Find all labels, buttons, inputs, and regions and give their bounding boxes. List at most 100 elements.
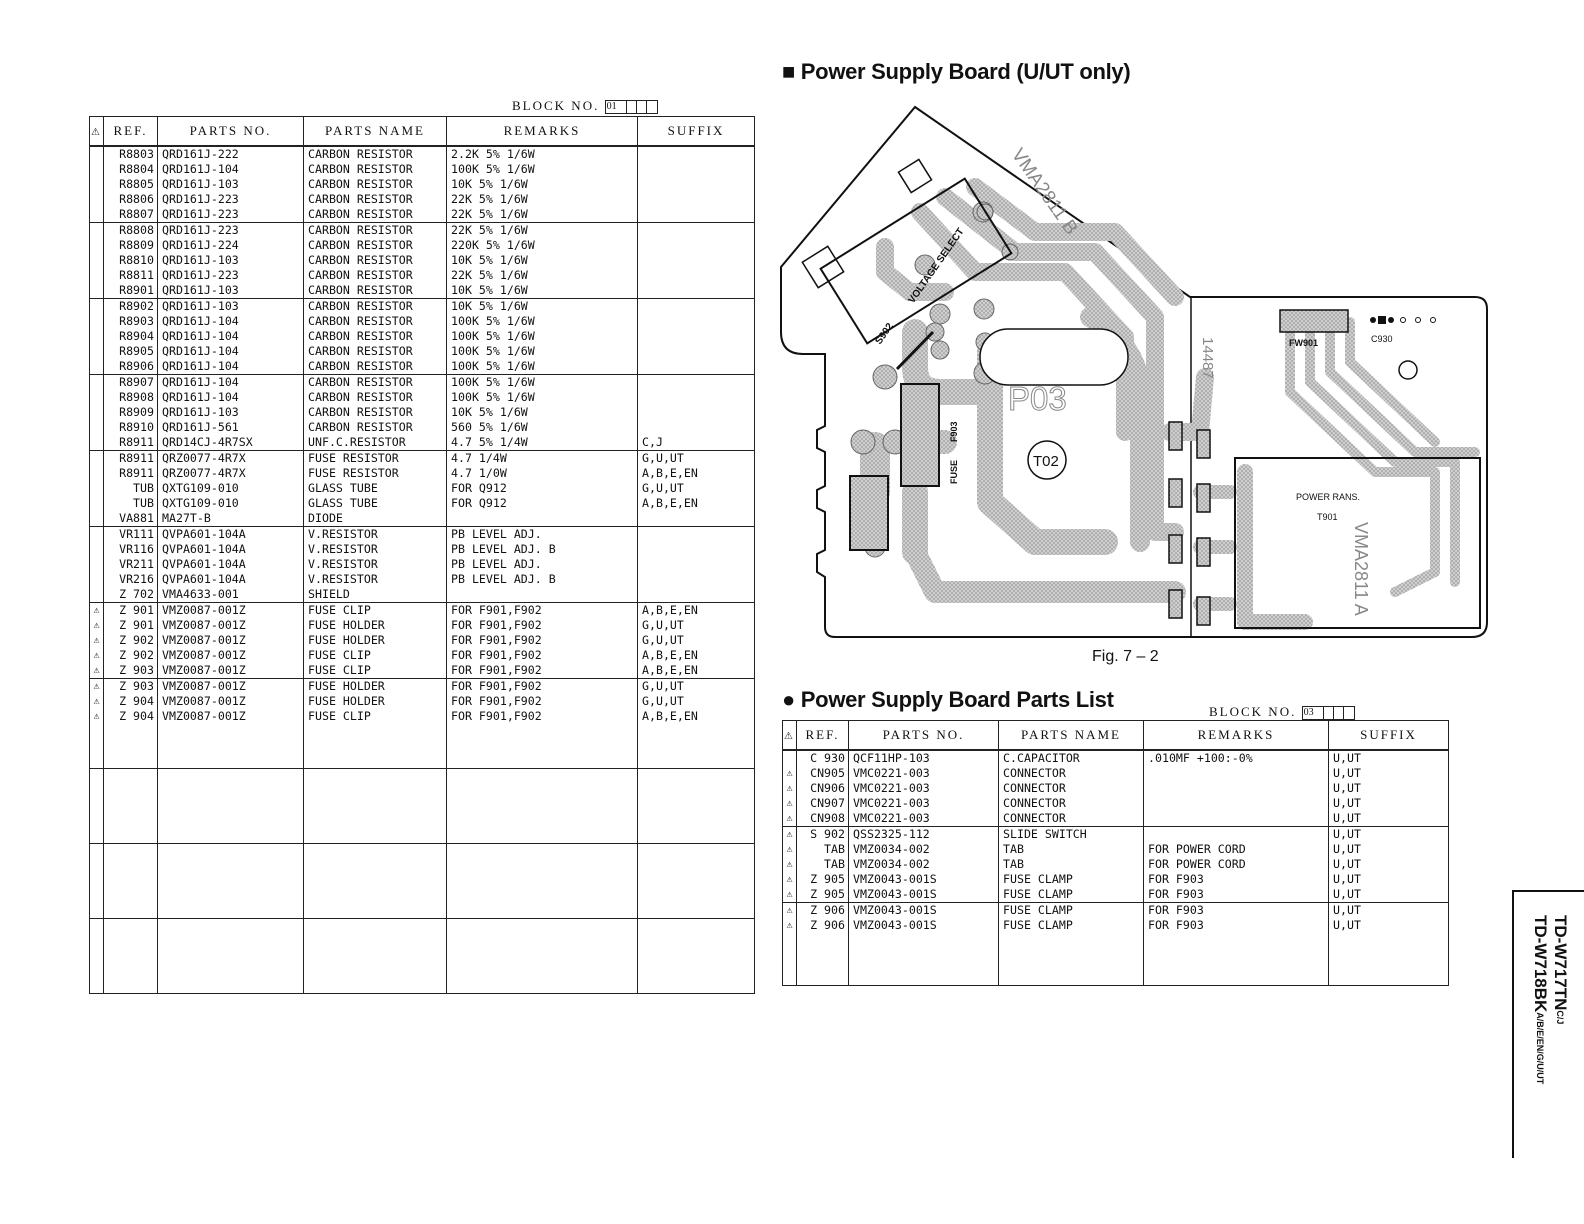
parts-no-cell: VMC0221-003 bbox=[848, 781, 999, 796]
remarks-cell: 10K 5% 1/6W bbox=[446, 177, 638, 192]
ref-cell: R8909 bbox=[103, 405, 158, 420]
parts-name-cell: CONNECTOR bbox=[998, 781, 1144, 796]
warning-mark: ⚠ bbox=[89, 663, 104, 679]
parts-name-cell: FUSE HOLDER bbox=[303, 618, 447, 633]
warning-mark bbox=[89, 177, 104, 192]
blank-cell bbox=[303, 843, 447, 919]
warning-mark bbox=[89, 222, 104, 238]
warning-mark bbox=[89, 496, 104, 511]
remarks-cell: 10K 5% 1/6W bbox=[446, 405, 638, 420]
ref-cell: VR116 bbox=[103, 542, 158, 557]
parts-no-cell: VMZ0034-002 bbox=[848, 857, 999, 872]
t901-label: T901 bbox=[1317, 512, 1338, 522]
warning-mark: ⚠ bbox=[89, 709, 104, 724]
warning-mark bbox=[89, 450, 104, 466]
ref-cell: CN907 bbox=[796, 796, 849, 811]
ref-cell: R8806 bbox=[103, 192, 158, 207]
warning-mark bbox=[89, 511, 104, 527]
suffix-cell: A,B,E,EN bbox=[637, 709, 755, 724]
p03-label: P03 bbox=[1008, 380, 1067, 417]
warning-mark: ⚠ bbox=[782, 918, 797, 933]
ref-cell: R8805 bbox=[103, 177, 158, 192]
ref-cell: R8809 bbox=[103, 238, 158, 253]
suffix-cell: U,UT bbox=[1328, 887, 1449, 903]
blank-cell bbox=[446, 724, 638, 769]
blank-cell bbox=[157, 724, 304, 769]
parts-no-cell: MA27T-B bbox=[157, 511, 304, 527]
remarks-cell: 220K 5% 1/6W bbox=[446, 238, 638, 253]
parts-name-cell: FUSE HOLDER bbox=[303, 678, 447, 694]
remarks-cell: 4.7 1/4W bbox=[446, 450, 638, 466]
remarks-cell: 2.2K 5% 1/6W bbox=[446, 146, 638, 162]
warning-mark bbox=[89, 283, 104, 299]
remarks-cell: 22K 5% 1/6W bbox=[446, 222, 638, 238]
warning-mark bbox=[89, 344, 104, 359]
suffix-cell bbox=[637, 207, 755, 223]
ref-cell: Z 903 bbox=[103, 678, 158, 694]
warning-mark bbox=[89, 192, 104, 207]
c930-label: C930 bbox=[1371, 334, 1393, 344]
warning-mark bbox=[89, 435, 104, 451]
parts-no-cell: QRZ0077-4R7X bbox=[157, 466, 304, 481]
blank-row bbox=[89, 843, 755, 919]
warning-mark: ⚠ bbox=[782, 781, 797, 796]
ref-cell: R8911 bbox=[103, 466, 158, 481]
voltage-select-switch bbox=[819, 177, 1013, 345]
parts-name-cell: CARBON RESISTOR bbox=[303, 253, 447, 268]
left-block-label: BLOCK NO. bbox=[512, 98, 600, 113]
side-code-label: 14487 bbox=[1199, 337, 1216, 379]
remarks-cell: FOR F903 bbox=[1143, 872, 1329, 887]
blank-cell bbox=[446, 843, 638, 919]
parts-name-cell: FUSE CLAMP bbox=[998, 902, 1144, 918]
warning-mark: ⚠ bbox=[89, 648, 104, 663]
parts-name-cell: GLASS TUBE bbox=[303, 481, 447, 496]
blank-cell bbox=[1143, 933, 1329, 986]
parts-name-cell: FUSE RESISTOR bbox=[303, 466, 447, 481]
ref-cell: CN906 bbox=[796, 781, 849, 796]
warning-mark: ⚠ bbox=[89, 602, 104, 618]
side-rule bbox=[1512, 890, 1584, 1158]
warning-mark bbox=[89, 405, 104, 420]
parts-name-cell: CARBON RESISTOR bbox=[303, 177, 447, 192]
blank-cell bbox=[103, 918, 158, 994]
blank-cell bbox=[89, 843, 104, 919]
parts-name-cell: CARBON RESISTOR bbox=[303, 192, 447, 207]
power-transformer-t901 bbox=[1234, 457, 1481, 629]
parts-name-cell: FUSE CLAMP bbox=[998, 887, 1144, 903]
ref-cell: R8811 bbox=[103, 268, 158, 283]
parts-name-cell: V.RESISTOR bbox=[303, 542, 447, 557]
warning-mark bbox=[89, 481, 104, 496]
ref-cell: R8905 bbox=[103, 344, 158, 359]
ref-cell: C 930 bbox=[796, 750, 849, 766]
blank-cell bbox=[103, 843, 158, 919]
parts-no-cell: QVPA601-104A bbox=[157, 572, 304, 587]
figure-caption: Fig. 7 – 2 bbox=[1092, 648, 1159, 665]
suffix-cell: G,U,UT bbox=[637, 618, 755, 633]
suffix-cell: U,UT bbox=[1328, 918, 1449, 933]
ref-cell: Z 901 bbox=[103, 618, 158, 633]
warning-mark bbox=[89, 314, 104, 329]
suffix-cell bbox=[637, 222, 755, 238]
suffix-cell bbox=[637, 359, 755, 375]
warning-mark bbox=[782, 750, 797, 766]
